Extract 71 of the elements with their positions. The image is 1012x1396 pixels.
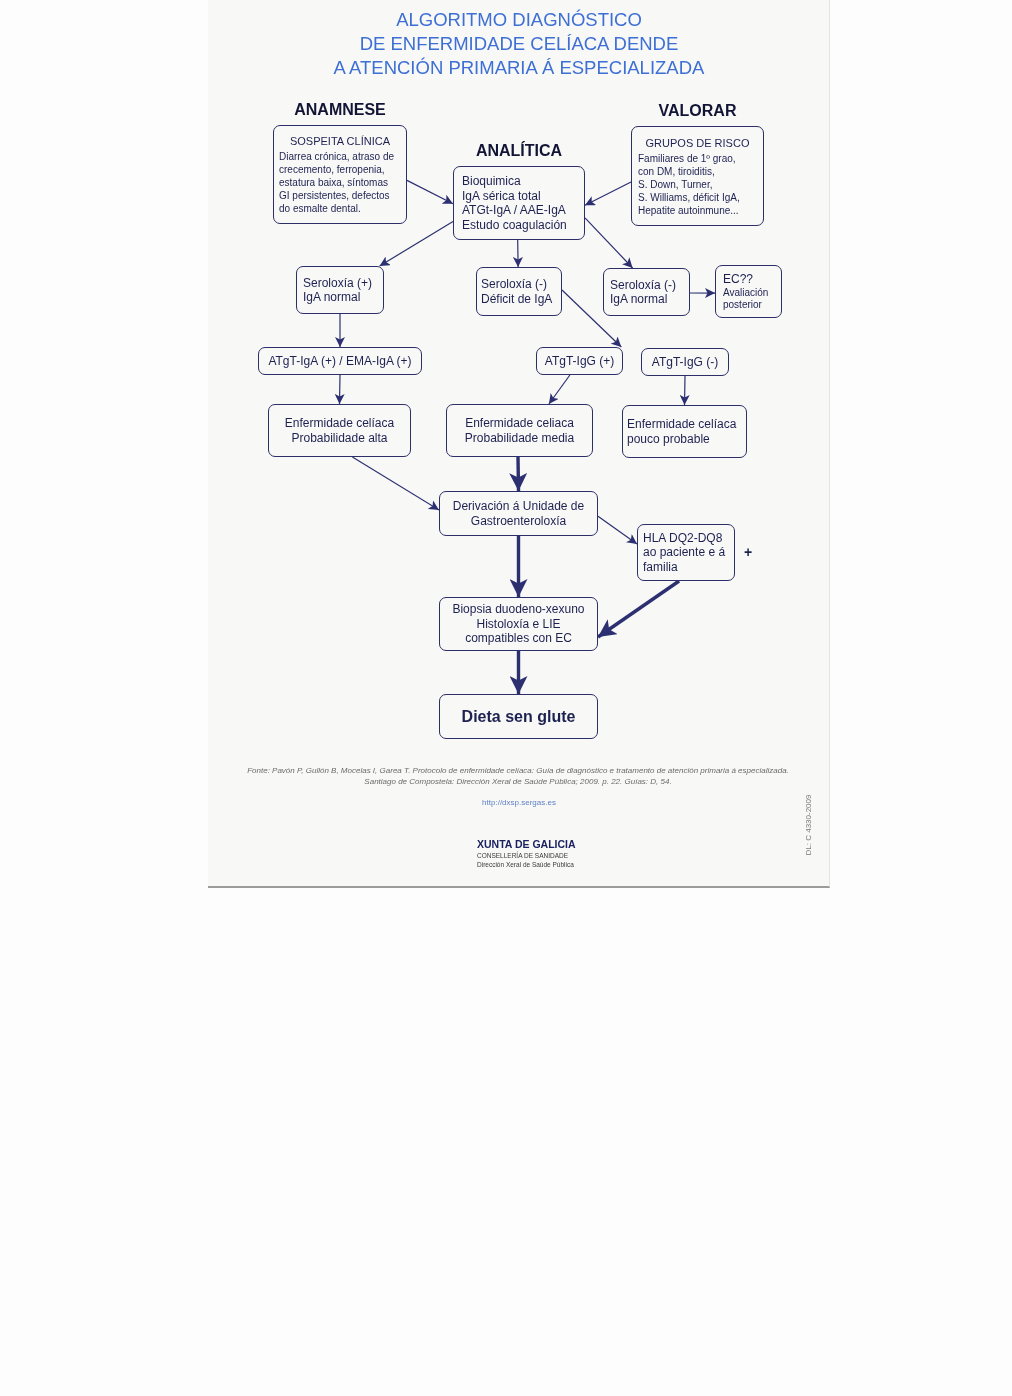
result-box xyxy=(439,694,598,739)
arrow xyxy=(548,374,571,405)
box-heading: SOSPEITA CLÍNICA xyxy=(288,134,392,148)
box-text: Probabilidade media xyxy=(463,430,576,445)
plus-sign: + xyxy=(744,544,753,560)
box-text: Seroloxía (-) xyxy=(481,277,549,292)
source-note: Fonte: Pavón P, Gullón B, Mocelas I, Garea T. Protocolo de enfermidade celíaca: Guía de diagnóstico e tratamento de atención primaria á especializada. Santiago de Compostela: Dirección Xeral de Saúde Pública; 2009. p. 22. Guías: D, 54. xyxy=(247,765,789,787)
box-text: Bioquimica xyxy=(462,174,522,189)
process-box xyxy=(476,267,562,316)
box-text: Probabilidade alta xyxy=(290,430,389,445)
process-box xyxy=(622,405,747,458)
arrow xyxy=(689,288,716,299)
process-box xyxy=(715,265,782,318)
arrow xyxy=(597,579,681,639)
box-text: Familiares de 1º grao, con DM, tiroiditis, S. Down, Turner, S. Williams, déficit IgA, Hepatite autoinmune... xyxy=(638,151,741,217)
arrow xyxy=(561,289,622,348)
box-heading: GRUPOS DE RISCO xyxy=(644,135,751,150)
box-text: IgA sérica total xyxy=(462,188,542,203)
box-text: Estudo coagulación xyxy=(462,217,568,232)
box-text: compatibles con EC xyxy=(464,631,573,646)
box-text: EC?? xyxy=(723,272,755,287)
arrow xyxy=(335,313,345,348)
organization-name: XUNTA DE GALICIA xyxy=(477,838,576,851)
section-heading: ANALÍTICA xyxy=(475,141,563,160)
arrow xyxy=(351,456,440,511)
box-text: Seroloxía (+) xyxy=(303,275,374,290)
arrow xyxy=(679,375,690,406)
diagram-title: ALGORITMO DIAGNÓSTICO DE ENFERMIDADE CELÍACA DENDE A ATENCIÓN PRIMARIA Á ESPECIALIZADA xyxy=(333,8,705,80)
arrow xyxy=(509,536,528,597)
box-text: HLA DQ2-DQ8 ao paciente e á familia xyxy=(643,530,727,575)
process-box xyxy=(446,404,593,457)
box-text: ATGt-IgA / AAE-IgA xyxy=(462,203,567,218)
arrow xyxy=(406,179,454,205)
process-box xyxy=(296,266,384,314)
box-text: Histoloxía e LIE xyxy=(475,616,562,632)
box-text: Dieta sen glute xyxy=(460,706,577,727)
process-box xyxy=(641,348,729,376)
box-text: Enfermidade celiaca xyxy=(464,416,575,431)
arrow xyxy=(334,374,345,405)
arrow xyxy=(509,456,528,492)
box-text: Avaliación posterior xyxy=(723,286,770,311)
box-text: IgA normal xyxy=(610,292,669,307)
process-box xyxy=(258,347,422,375)
process-box xyxy=(536,347,623,375)
box-text: Déficit de IgA xyxy=(481,291,554,306)
box-text: IgA normal xyxy=(303,290,362,305)
arrow xyxy=(597,515,638,545)
process-box xyxy=(439,491,598,536)
section-heading: ANAMNESE xyxy=(294,100,386,119)
arrow xyxy=(509,651,528,694)
arrow xyxy=(512,239,523,268)
box-text: Biopsia duodeno-xexuno xyxy=(451,602,586,617)
process-box xyxy=(268,404,411,457)
box-text: Seroloxía (-) xyxy=(610,277,678,292)
url-link: http://dxsp.sergas.es xyxy=(482,798,556,808)
process-box xyxy=(637,524,735,581)
box-text: ATgT-IgG (+) xyxy=(543,353,616,369)
box-text: Diarrea crónica, atraso de crecemento, ferropenia, estatura baixa, síntomas GI persistentes, defectos do esmalte dental. xyxy=(279,150,396,215)
box-text: Enfermidade celíaca xyxy=(283,416,396,431)
process-box xyxy=(603,268,690,316)
box-text: pouco probable xyxy=(627,431,711,446)
box-text: Enfermidade celíaca xyxy=(627,417,738,432)
arrow xyxy=(584,181,632,206)
section-heading: VALORAR xyxy=(658,101,737,120)
arrow xyxy=(379,220,454,267)
box-text: Derivación á Unidade de Gastroenteroloxía xyxy=(451,499,586,528)
legal-deposit-number: DL: C 4330-2009 xyxy=(804,794,814,856)
box-text: ATgT-IgG (-) xyxy=(650,354,720,370)
box-text: ATgT-IgA (+) / EMA-IgA (+) xyxy=(267,353,413,369)
process-box xyxy=(439,597,598,651)
arrow xyxy=(584,217,634,269)
